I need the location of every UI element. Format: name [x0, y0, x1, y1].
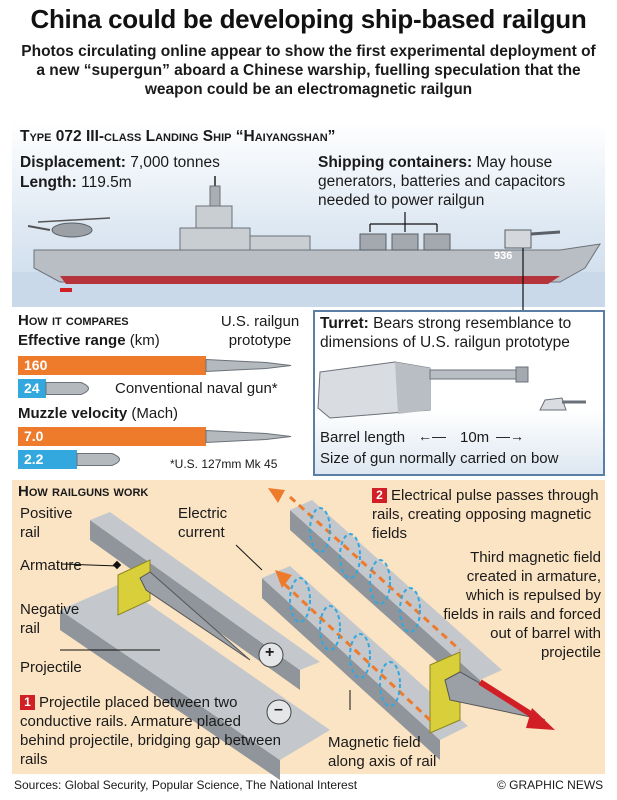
electric-current-label: Electric current [178, 505, 228, 541]
length-label: Length: [20, 174, 77, 191]
sources-text: Sources: Global Security, Popular Scienc… [14, 778, 358, 792]
naval-shell-icon [45, 382, 89, 395]
works-heading: How railguns work [18, 483, 149, 500]
naval-gun-label: Conventional naval gun* [115, 380, 278, 397]
magnetic-field-text: Magnetic field along axis of rail [328, 734, 437, 770]
ship-panel [12, 122, 605, 307]
turret-label: Turret: [320, 315, 369, 332]
range-naval-bar: 24 [18, 379, 46, 398]
range-label: Effective range [18, 332, 126, 349]
containers-description: May house generators, batteries and capa… [318, 154, 566, 209]
barrel-length-label: Barrel length [320, 429, 406, 446]
subtitle: Photos circulating online appear to show… [21, 43, 596, 98]
velocity-title: Muzzle velocity (Mach) [18, 404, 178, 423]
arrow-left-icon: ←— [418, 428, 446, 444]
footnote: *U.S. 127mm Mk 45 [170, 457, 278, 471]
range-unit: (km) [129, 332, 160, 349]
range-title: Effective range (km) [18, 331, 160, 350]
barrel-length-value: 10m [460, 429, 490, 446]
naval-shell-icon [76, 453, 120, 466]
turret-text: Turret: Bears strong resemblance to dime… [320, 314, 602, 352]
step2-description: Electrical pulse passes through rails, c… [372, 487, 599, 542]
velocity-naval-bar: 2.2 [18, 450, 77, 469]
velocity-unit: (Mach) [131, 405, 179, 422]
projectile-label: Projectile [20, 659, 82, 676]
step2-badge: 2 [372, 488, 387, 503]
containers-label: Shipping containers: [318, 154, 473, 171]
range-railgun-value: 160 [24, 357, 48, 373]
positive-rail-label: Positive rail [20, 505, 73, 541]
plus-sign: + [265, 644, 275, 661]
normal-gun-text: Size of gun normally carried on bow [320, 450, 559, 467]
displacement-text: Displacement: 7,000 tonnes [20, 153, 220, 172]
minus-sign: – [274, 701, 283, 718]
armature-label: Armature [20, 557, 82, 574]
velocity-naval-value: 2.2 [24, 451, 44, 467]
displacement-label: Displacement: [20, 154, 126, 171]
velocity-label: Muzzle velocity [18, 405, 128, 422]
range-railgun-bar: 160 [18, 356, 206, 375]
step1-description: Projectile placed between two conductive… [20, 694, 282, 768]
railgun-projectile-icon [205, 429, 292, 444]
containers-text: Shipping containers: May house generator… [318, 153, 600, 210]
velocity-railgun-value: 7.0 [24, 428, 44, 444]
step1-badge: 1 [20, 695, 35, 710]
turret-description: Bears strong resemblance to dimensions o… [320, 315, 572, 351]
railgun-label: U.S. railgun prototype [220, 313, 300, 349]
hull-number: 936 [494, 250, 513, 262]
credit-text: © GRAPHIC NEWS [497, 778, 604, 792]
displacement-value: 7,000 tonnes [130, 154, 220, 171]
compare-heading: How it compares [18, 312, 129, 329]
arrow-right-icon: —→ [496, 428, 524, 444]
velocity-railgun-bar: 7.0 [18, 427, 206, 446]
page-title: China could be developing ship-based rai… [30, 4, 587, 34]
railgun-projectile-icon [205, 358, 292, 373]
negative-rail-label: Negative rail [20, 601, 80, 637]
length-value: 119.5m [81, 174, 132, 191]
third-field-text: Third magnetic field created in armature… [443, 549, 601, 661]
length-text: Length: 119.5m [20, 173, 132, 192]
ship-heading: Type 072 III-class Landing Ship “Haiyang… [20, 128, 336, 145]
range-naval-value: 24 [24, 380, 40, 396]
